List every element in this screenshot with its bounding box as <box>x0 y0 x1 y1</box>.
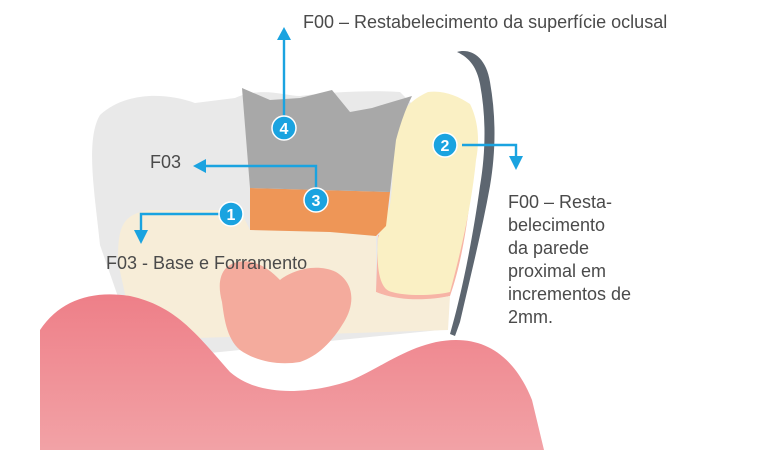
label-base-liner: F03 - Base e Forramento <box>106 252 307 275</box>
badge-4: 4 <box>272 116 296 140</box>
label-occlusal-surface: F00 – Restabelecimento da superfície ocl… <box>303 11 667 34</box>
badge-1: 1 <box>219 202 243 226</box>
label-f03: F03 <box>150 151 181 174</box>
badge-2: 2 <box>433 133 457 157</box>
pulp <box>220 261 352 363</box>
label-proximal-line: F00 – Resta- <box>508 191 658 214</box>
badge-1-number: 1 <box>227 207 236 224</box>
arrowhead-2 <box>509 156 523 170</box>
badge-2-number: 2 <box>441 138 450 155</box>
badge-3-number: 3 <box>312 193 321 210</box>
label-proximal-line: 2mm. <box>508 306 658 329</box>
arrowhead-4 <box>277 27 291 40</box>
label-proximal-line: belecimento <box>508 214 658 237</box>
label-proximal-line: da parede <box>508 237 658 260</box>
badge-3: 3 <box>304 188 328 212</box>
badge-4-number: 4 <box>280 121 289 138</box>
label-proximal-wall: F00 – Resta- belecimento da parede proxi… <box>508 191 658 329</box>
label-proximal-line: proximal em <box>508 260 658 283</box>
occlusal-restoration <box>242 88 412 192</box>
label-proximal-line: incrementos de <box>508 283 658 306</box>
